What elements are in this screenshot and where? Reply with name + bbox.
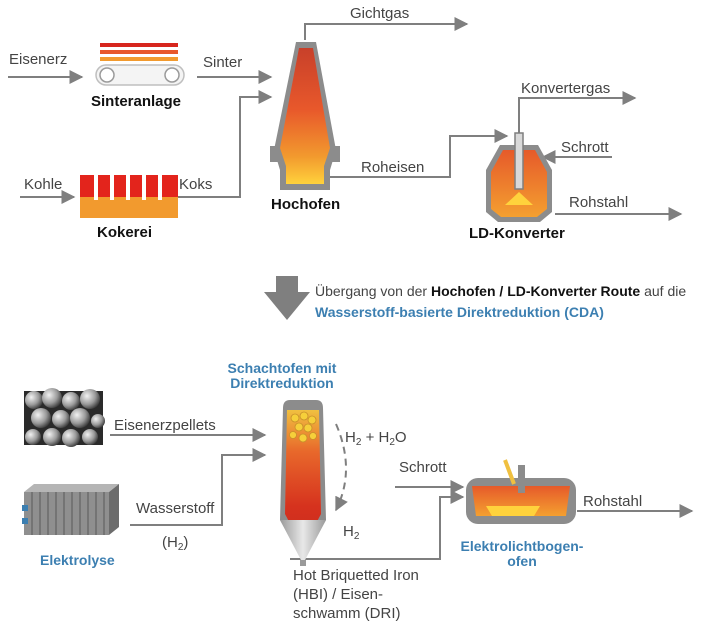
label-schrott-bottom: Schrott	[399, 459, 447, 476]
schachtofen-icon	[280, 400, 326, 566]
label-eisenerz: Eisenerz	[9, 51, 68, 68]
arrow-wasserstoff	[130, 448, 267, 526]
h2-h2o-sub-2: 2	[389, 437, 395, 448]
schachtofen-line-2: Direktreduktion	[230, 375, 334, 392]
label-hochofen: Hochofen	[271, 196, 341, 213]
ld-konverter-icon	[486, 132, 552, 222]
arrow-gichtgas	[304, 17, 469, 40]
transition-line-2: Wasserstoff-basierte Direktreduktion (CD…	[315, 304, 604, 320]
transition-post: auf die	[640, 283, 687, 299]
elektrolichtbogenofen-icon	[466, 459, 576, 524]
h2-h2o-part-1: H	[345, 429, 356, 446]
hbi-line-2: (HBI) / Eisen-	[293, 585, 384, 603]
hbi-line-3: schwamm (DRI)	[293, 604, 401, 622]
arrow-hbi	[290, 490, 465, 560]
schachtofen-line-1: Schachtofen mit	[227, 360, 337, 376]
label-gichtgas: Gichtgas	[350, 5, 410, 22]
label-konvertergas: Konvertergas	[521, 80, 611, 97]
h2-paren-sub: 2	[177, 542, 184, 553]
label-wasserstoff: Wasserstoff	[136, 500, 215, 517]
label-rohstahl-bottom: Rohstahl	[583, 493, 643, 510]
elektrolyse-icon	[22, 484, 119, 535]
label-koks: Koks	[179, 176, 213, 193]
label-schrott-top: Schrott	[561, 139, 609, 156]
arrow-roheisen	[330, 129, 509, 178]
ebo-line-2: ofen	[507, 553, 537, 570]
iron-pellets-icon	[24, 388, 105, 447]
label-elektrolichtbogenofen: Elektrolichtbogen-ofen	[452, 538, 592, 570]
label-h2-paren: (H2)	[162, 534, 189, 553]
arrow-konvertergas	[518, 91, 637, 135]
label-ld-konverter: LD-Konverter	[469, 225, 565, 242]
h2-part: H	[343, 523, 354, 540]
hochofen-icon	[270, 42, 340, 190]
flow-arrows	[8, 17, 694, 560]
arrow-koks	[176, 90, 273, 198]
transition-line-1: Übergang von der Hochofen / LD-Konverter…	[315, 283, 687, 299]
h2-paren-open: (H	[162, 534, 178, 551]
h2-h2o-sub-1: 2	[355, 437, 362, 448]
transition-route: Hochofen / LD-Konverter Route	[430, 283, 641, 299]
label-rohstahl-top: Rohstahl	[569, 194, 629, 211]
kokerei-icon	[80, 175, 178, 218]
hbi-line-1: Hot Briquetted Iron	[293, 567, 419, 584]
transition-arrow-icon	[264, 276, 310, 320]
label-kokerei: Kokerei	[97, 224, 153, 241]
h2-h2o-part-2: + H	[361, 429, 390, 446]
label-h2-h2o: H2 + H2O	[345, 429, 407, 448]
transition-pre: Übergang von der	[315, 283, 431, 299]
label-hbi: Hot Briquetted Iron(HBI) / Eisen-schwamm…	[293, 567, 419, 623]
label-h2: H2	[343, 523, 360, 542]
label-eisenerzpellets: Eisenerzpellets	[114, 417, 216, 434]
sinteranlage-icon	[95, 43, 185, 86]
label-sinteranlage: Sinteranlage	[91, 93, 182, 110]
label-sinter: Sinter	[203, 54, 243, 71]
h2-h2o-part-3: O	[394, 429, 407, 446]
label-elektrolyse: Elektrolyse	[40, 552, 115, 568]
h2-sub: 2	[353, 531, 360, 542]
label-kohle: Kohle	[24, 176, 63, 193]
ebo-line-1: Elektrolichtbogen-	[460, 538, 584, 554]
label-roheisen: Roheisen	[361, 159, 425, 176]
h2-paren-close: )	[183, 534, 189, 551]
